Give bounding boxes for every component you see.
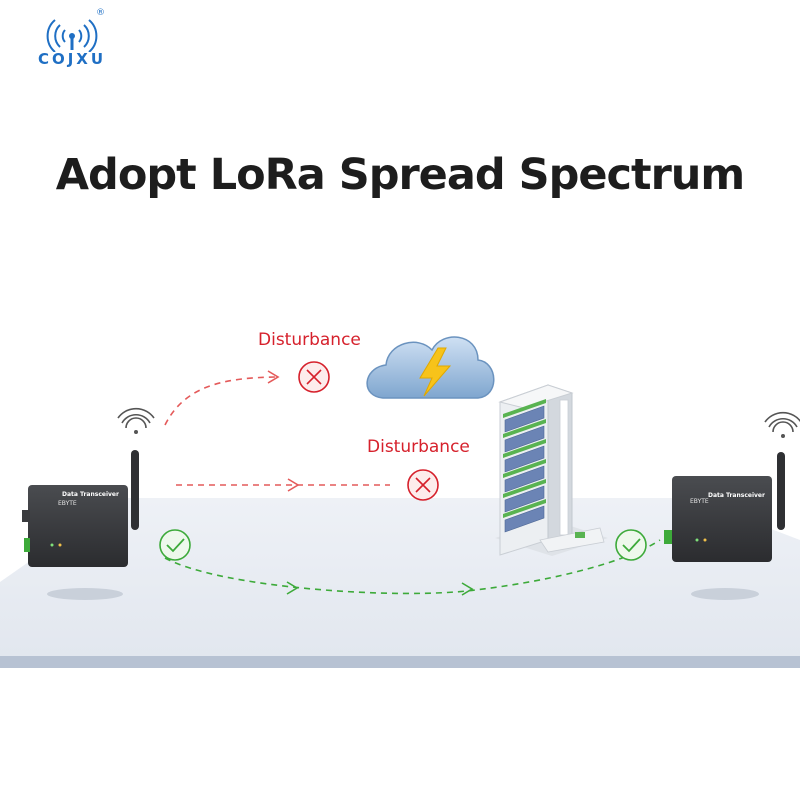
device-shadow-left bbox=[47, 588, 123, 600]
device-title: Data Transceiver bbox=[708, 492, 765, 499]
brand-logo: ® COJXU bbox=[22, 6, 122, 70]
registered-mark: ® bbox=[96, 8, 105, 18]
page-title: Adopt LoRa Spread Spectrum bbox=[55, 150, 745, 200]
disturbance-label-upper: Disturbance bbox=[258, 330, 361, 350]
wifi-signal-icon bbox=[764, 411, 800, 438]
office-building bbox=[495, 384, 608, 556]
blocked-path-upper bbox=[164, 370, 280, 426]
data-transceiver-right: EBYTE Data Transceiver bbox=[664, 411, 800, 562]
wifi-signal-icon bbox=[117, 407, 155, 434]
device-brand: EBYTE bbox=[690, 498, 709, 505]
error-circle-icon bbox=[407, 469, 439, 501]
device-title: Data Transceiver bbox=[62, 491, 119, 498]
check-circle-icon bbox=[615, 529, 647, 561]
brand-name: COJXU bbox=[37, 50, 107, 68]
successful-path bbox=[164, 539, 661, 596]
error-circle-icon bbox=[298, 361, 330, 393]
lightning-icon bbox=[419, 347, 452, 397]
device-shadow-right bbox=[691, 588, 759, 600]
disturbance-label-middle: Disturbance bbox=[367, 437, 470, 457]
check-circle-icon bbox=[159, 529, 191, 561]
device-brand: EBYTE bbox=[58, 500, 77, 507]
wifi-signal-icon: ® bbox=[46, 8, 105, 53]
data-transceiver-left: EBYTE Data Transceiver bbox=[22, 407, 155, 567]
blocked-path-middle bbox=[176, 478, 390, 492]
